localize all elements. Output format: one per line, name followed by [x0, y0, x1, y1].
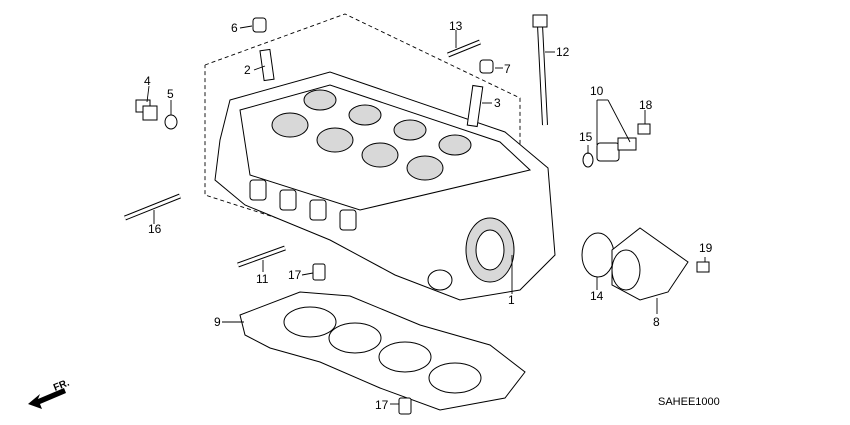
- callout-14: 14: [590, 289, 604, 303]
- callout-19: 19: [699, 241, 713, 255]
- bolt-19: [696, 261, 710, 273]
- callout-16: 16: [148, 222, 162, 236]
- callout-2: 2: [244, 63, 251, 77]
- dowel-2: [259, 48, 275, 82]
- head-gasket: [239, 291, 526, 411]
- callout-3: 3: [494, 96, 501, 110]
- stud-13: [447, 39, 481, 58]
- callout-5: 5: [167, 87, 174, 101]
- sensor-10: [596, 137, 637, 162]
- callout-10: 10: [590, 84, 604, 98]
- cap-7: [479, 59, 494, 74]
- dowel-17-lower: [398, 397, 412, 415]
- cylinder-head: [214, 71, 556, 301]
- washer-5: [164, 114, 178, 130]
- callout-6: 6: [231, 21, 238, 35]
- bolt-4: [135, 99, 158, 121]
- drawing-code: SAHEE1000: [658, 396, 720, 408]
- callout-1: 1: [508, 293, 515, 307]
- cap-6: [252, 17, 267, 33]
- callout-9: 9: [214, 315, 221, 329]
- callout-18: 18: [639, 98, 653, 112]
- direction-label: FR.: [52, 377, 71, 393]
- oring-14: [581, 232, 615, 278]
- callout-11: 11: [256, 272, 269, 286]
- leader-lines: [146, 25, 706, 405]
- callouts: 6 2 3 4 5 7 13 12 10 18 15 16 11 9 17 17…: [144, 19, 713, 412]
- dowel-3: [466, 84, 484, 128]
- dowel-17-upper: [312, 263, 326, 281]
- stud-11: [237, 245, 286, 268]
- oring-15: [582, 152, 594, 168]
- front-direction-arrow-icon: [28, 388, 66, 409]
- callout-17-lower: 17: [375, 398, 389, 412]
- housing-8: [611, 227, 689, 301]
- callout-8: 8: [653, 315, 660, 329]
- callout-12: 12: [556, 45, 570, 59]
- stud-16: [124, 193, 181, 221]
- callout-17-upper: 17: [288, 268, 302, 282]
- callout-7: 7: [504, 62, 511, 76]
- callout-15: 15: [579, 130, 593, 144]
- bolt-12: [532, 14, 548, 126]
- callout-4: 4: [144, 74, 151, 88]
- callout-13: 13: [449, 19, 463, 33]
- bolt-18: [637, 123, 651, 135]
